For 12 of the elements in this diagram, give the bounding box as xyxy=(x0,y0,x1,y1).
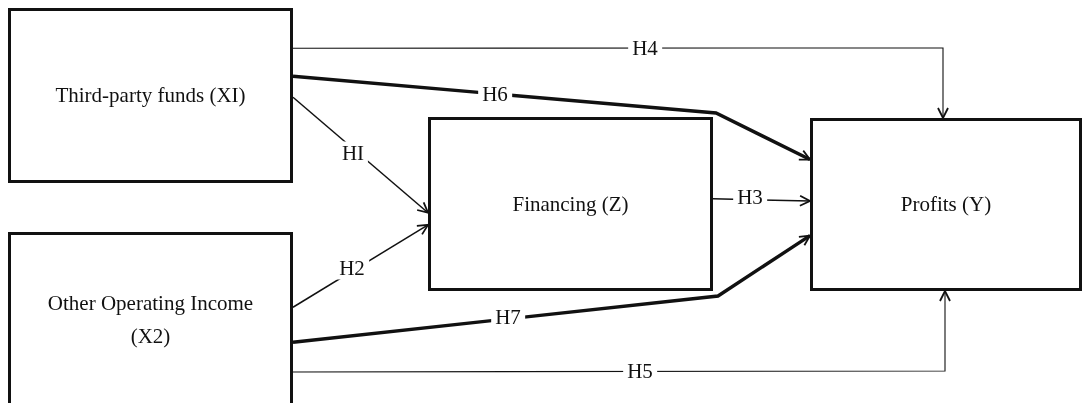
arrow xyxy=(292,47,949,119)
variable-box xyxy=(8,8,293,183)
arrow xyxy=(292,74,811,162)
arrow xyxy=(292,290,951,373)
variable-box xyxy=(810,118,1082,291)
variable-box xyxy=(428,117,713,291)
variable-name: Financing (Z) xyxy=(511,190,630,218)
variable-name: Profits (Y) xyxy=(899,191,993,219)
arrow xyxy=(292,234,811,344)
variable-name: Third-party funds (XI) xyxy=(54,82,247,110)
variable-name: Other Operating Income (X2) xyxy=(46,289,255,350)
variable-box xyxy=(8,232,293,403)
